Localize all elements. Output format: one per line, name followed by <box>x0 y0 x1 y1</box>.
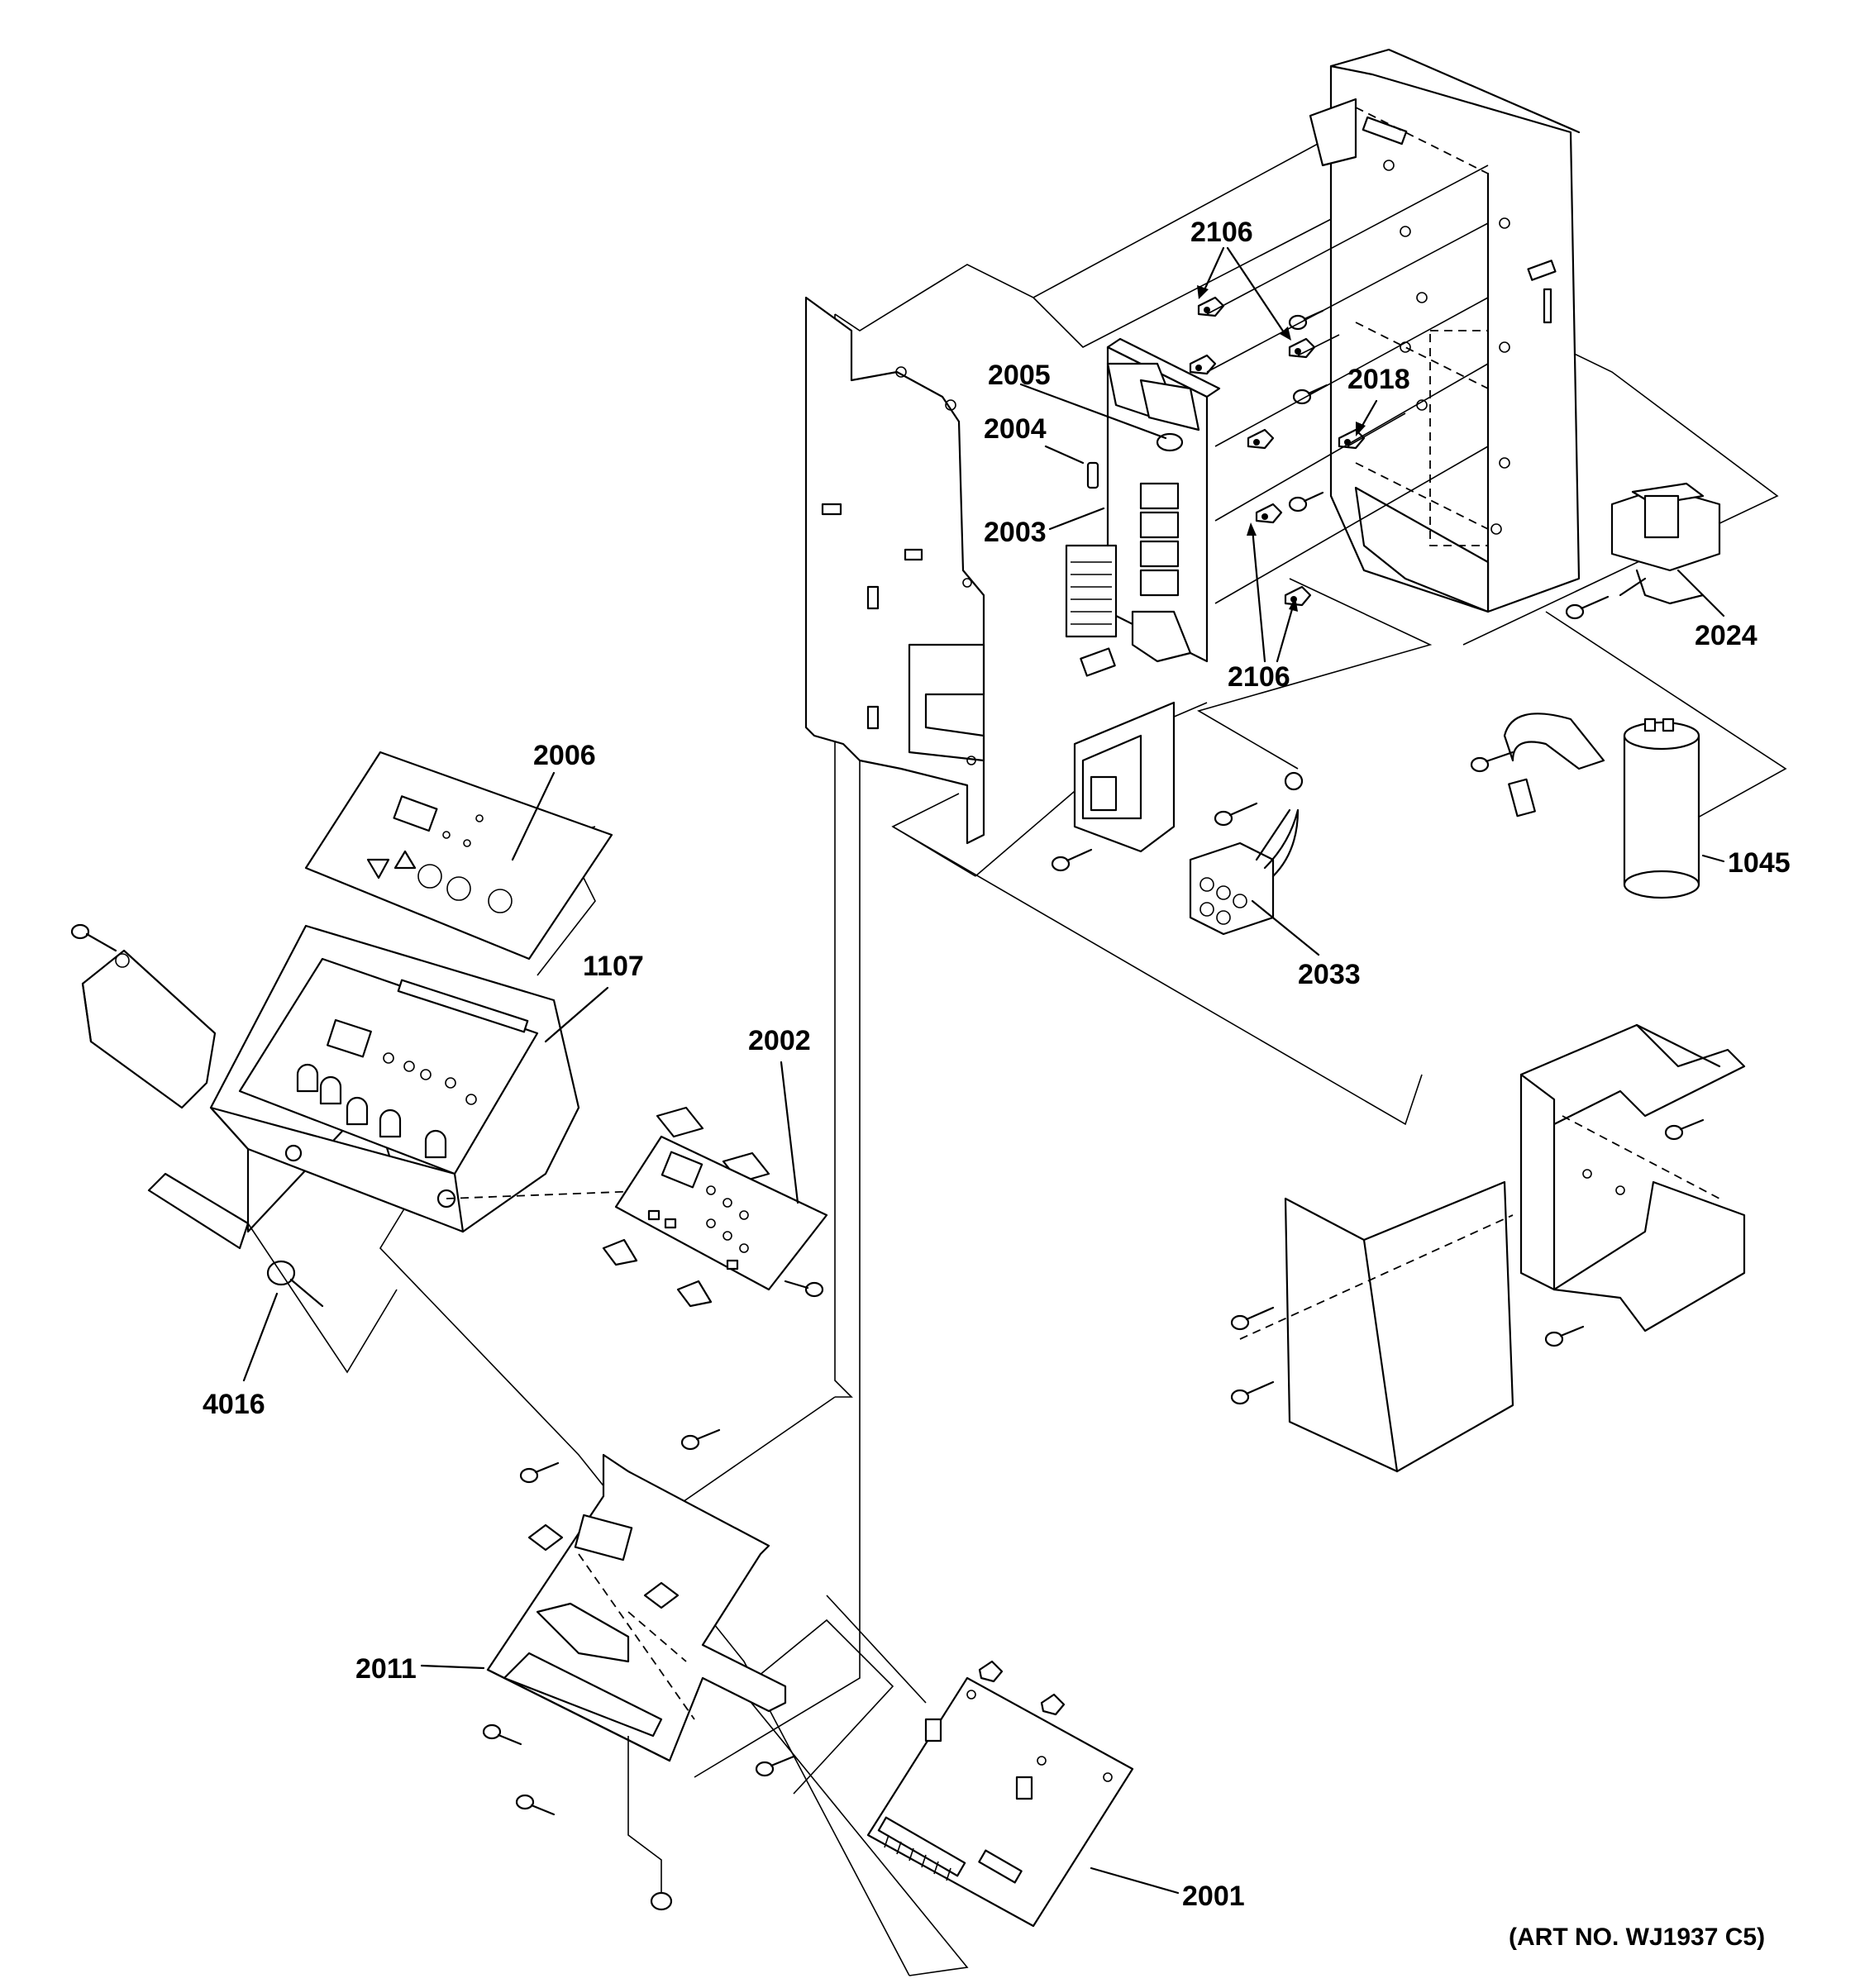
connector-2033 <box>1189 771 1304 936</box>
clip <box>1255 503 1283 524</box>
label-2003: 2003 <box>984 517 1047 548</box>
screw <box>1470 751 1514 773</box>
label-4016: 4016 <box>203 1389 265 1420</box>
screw <box>515 1794 556 1816</box>
side-panel <box>804 296 985 845</box>
clip <box>1338 428 1366 450</box>
cover-panel <box>1230 1180 1514 1473</box>
screw <box>1230 1306 1275 1331</box>
pcb-2002 <box>614 1135 828 1298</box>
relay-board-2003 <box>1065 337 1221 677</box>
screw <box>519 1461 560 1484</box>
wire-clips <box>1189 164 1489 607</box>
terminal-box <box>1051 701 1176 872</box>
screw <box>784 1280 824 1298</box>
terminal-strip <box>877 1816 966 1881</box>
screw <box>1664 1118 1705 1141</box>
control-housing-1107 <box>209 924 662 1233</box>
label-2106-bottom: 2106 <box>1228 661 1290 693</box>
pcb-2001 <box>866 1660 1134 1928</box>
label-2011: 2011 <box>355 1653 417 1685</box>
standoff <box>1040 1693 1066 1716</box>
base-plate-2011 <box>482 1428 795 1911</box>
label-2001: 2001 <box>1182 1881 1245 1912</box>
label-1045: 1045 <box>1728 847 1791 879</box>
screw <box>70 923 117 952</box>
label-2018: 2018 <box>1347 364 1410 395</box>
trim-strip <box>147 1172 250 1250</box>
label-2002: 2002 <box>748 1025 811 1056</box>
part-labels: 2106 2005 2004 2018 2003 2024 2106 2006 … <box>203 217 1791 1951</box>
fuse-2004 <box>1086 461 1099 489</box>
clip <box>1284 585 1312 607</box>
screw <box>1230 1380 1275 1405</box>
cabinet-box <box>1309 48 1581 613</box>
label-2024: 2024 <box>1695 620 1757 651</box>
knob-4016 <box>247 1223 398 1374</box>
rubber-pads <box>602 1106 770 1308</box>
transformer-2024 <box>1565 482 1721 620</box>
lower-bracket <box>1519 1023 1746 1347</box>
grommet <box>650 1891 673 1911</box>
screw <box>1214 802 1258 827</box>
decal-2006 <box>304 751 613 961</box>
label-2005: 2005 <box>988 360 1051 391</box>
screw <box>482 1723 522 1746</box>
label-1107: 1107 <box>583 951 644 982</box>
clip <box>1189 354 1217 375</box>
screw <box>1292 384 1328 405</box>
heat-sink-fins <box>1071 561 1112 625</box>
label-2033: 2033 <box>1298 959 1361 990</box>
label-2006: 2006 <box>533 740 596 771</box>
mounting-bracket <box>70 923 217 1109</box>
screw <box>1288 491 1324 512</box>
callout-leaders <box>242 246 1725 1895</box>
clip <box>1197 296 1225 317</box>
standoff <box>978 1660 1004 1683</box>
screw <box>1544 1325 1585 1347</box>
screw <box>680 1428 721 1451</box>
capacitor-1045 <box>1470 713 1700 899</box>
screw <box>755 1755 795 1777</box>
clip <box>1247 428 1275 450</box>
label-2106-top: 2106 <box>1190 217 1253 248</box>
screw <box>1051 848 1093 872</box>
clip <box>1288 337 1316 359</box>
label-2004: 2004 <box>984 413 1047 445</box>
art-number: (ART NO. WJ1937 C5) <box>1509 1924 1765 1951</box>
screw <box>1565 595 1610 620</box>
